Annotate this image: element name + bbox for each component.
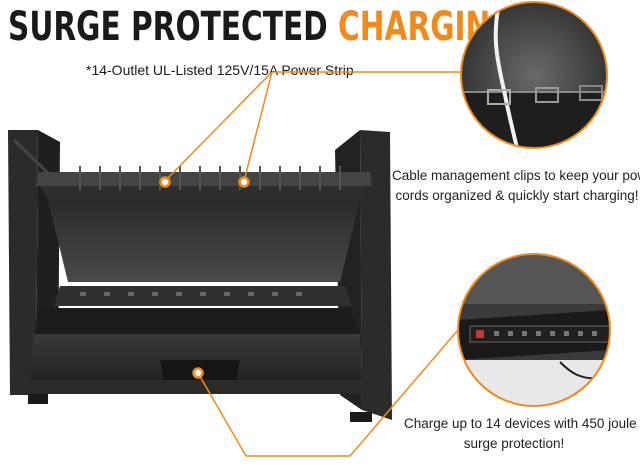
charging-station	[8, 130, 392, 422]
callout-cable-management-line2: cords organized & quickly start charging…	[395, 188, 639, 203]
callout-lines	[164, 71, 462, 457]
zoom-circle-power-strip	[457, 253, 611, 407]
callout-dot-left	[159, 176, 171, 188]
callout-dot-right	[238, 176, 250, 188]
headline-surge-protected: SURGE PROTECTED	[8, 4, 328, 50]
callout-cable-management: Cable management clips to keep your powe…	[392, 166, 640, 206]
callout-dot-tray	[192, 367, 204, 379]
callout-cable-management-line1: Cable management clips to keep your powe…	[392, 168, 640, 183]
callout-surge-protection-line2: surge protection!	[463, 436, 565, 451]
zoom-circle-cable-clips	[460, 1, 608, 149]
callout-surge-protection: Charge up to 14 devices with 450 joule s…	[404, 414, 637, 454]
subtitle: *14-Outlet UL-Listed 125V/15A Power Stri…	[86, 62, 354, 78]
callout-surge-protection-line1: Charge up to 14 devices with 450 joule	[404, 416, 637, 431]
